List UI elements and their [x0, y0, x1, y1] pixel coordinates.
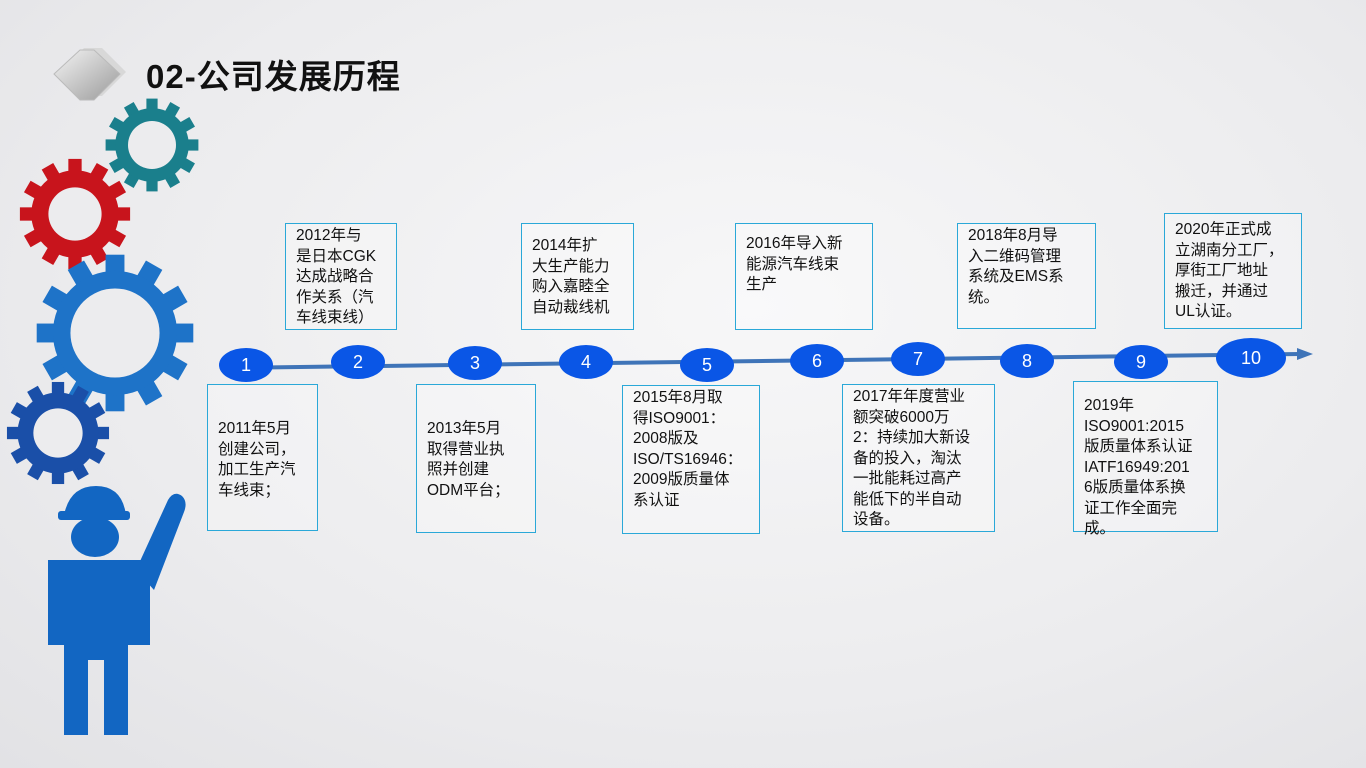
milestone-line: 证工作全面完成。: [1084, 499, 1178, 538]
page-title: 02-公司发展历程: [146, 58, 401, 95]
milestone-line: 能源汽车线束: [746, 255, 840, 273]
milestone-line: 2015年8月取: [633, 389, 723, 406]
milestone-line: 2008版及: [633, 430, 699, 447]
milestone-line: 生产: [746, 276, 778, 293]
milestone-line: 2：持续加大新设: [853, 429, 971, 446]
milestone-box-2017: 2017年年度营业 额突破6000万 2：持续加大新设 备的投入，淘汰 一批能耗…: [842, 384, 995, 532]
milestone-line: 作关系（汽: [296, 288, 374, 306]
red-gear-icon: [19, 158, 131, 270]
milestone-box-2018: 2018年8月导 入二维码管理 系统及EMS系 统。: [957, 223, 1096, 329]
milestone-line: 购入嘉睦全: [532, 278, 610, 295]
milestone-line: 备的投入，淘汰: [853, 449, 962, 467]
milestone-line: 创建公司，: [218, 440, 296, 458]
timeline-node: 9: [1114, 345, 1168, 379]
milestone-line: 照并创建: [427, 461, 490, 478]
milestone-box-2019: 2019年 ISO9001:2015 版质量体系认证 IATF16949:201…: [1073, 381, 1218, 537]
milestone-line: 搬迁，并通过: [1175, 282, 1269, 300]
milestone-box-2014: 2014年扩 大生产能力 购入嘉睦全 自动裁线机: [521, 223, 634, 330]
milestone-line: 统。: [968, 288, 1000, 306]
small-blue-gear-icon: [6, 381, 110, 485]
milestone-line: ISO/TS16946：: [633, 450, 743, 468]
milestone-line: 车线束；: [218, 481, 281, 499]
milestone-line: 版质量体系认证: [1084, 438, 1193, 455]
teal-gear-icon: [105, 98, 199, 192]
milestone-line: 大生产能力: [532, 257, 610, 275]
milestone-line: ODM平台；: [427, 481, 510, 499]
timeline-node: 5: [680, 348, 734, 382]
milestone-line: ISO9001:2015: [1084, 417, 1184, 435]
timeline-node: 8: [1000, 344, 1054, 378]
milestone-line: 加工生产汽: [218, 461, 296, 478]
timeline-node: 2: [331, 345, 385, 379]
milestone-line: 2019年: [1084, 397, 1134, 414]
milestone-line: 一批能耗过高产: [853, 470, 962, 487]
milestone-box-2020: 2020年正式成 立湖南分工厂， 厚街工厂地址 搬迁，并通过 UL认证。: [1164, 213, 1302, 329]
timeline-node: 7: [891, 342, 945, 376]
milestone-line: 2016年导入新: [746, 235, 843, 252]
milestone-line: IATF16949:201: [1084, 458, 1190, 476]
title-diamond-icon: [53, 48, 126, 101]
milestone-box-2016: 2016年导入新 能源汽车线束 生产: [735, 223, 873, 330]
milestone-line: 车线束线）: [296, 309, 374, 326]
milestone-line: 达成战略合: [296, 268, 374, 285]
milestone-line: 2017年年度营业: [853, 388, 965, 405]
milestone-line: 额突破6000万: [853, 408, 950, 426]
milestone-line: 是日本CGK: [296, 247, 377, 265]
milestone-line: 设备。: [853, 511, 900, 528]
milestone-box-2012: 2012年与 是日本CGK 达成战略合 作关系（汽 车线束线）: [285, 223, 397, 330]
milestone-line: 立湖南分工厂，: [1175, 241, 1284, 259]
milestone-line: 系认证: [633, 491, 680, 509]
milestone-line: 2018年8月导: [968, 227, 1058, 244]
milestone-line: 自动裁线机: [532, 298, 610, 316]
gears-worker-illustration: [6, 98, 199, 735]
milestone-line: 2012年与: [296, 227, 362, 244]
milestone-line: 得ISO9001：: [633, 409, 726, 427]
timeline-node: 1: [219, 348, 273, 382]
milestone-box-2011: 2011年5月 创建公司， 加工生产汽 车线束；: [207, 384, 318, 531]
milestone-line: 2013年5月: [427, 420, 502, 437]
timeline-node: 4: [559, 345, 613, 379]
timeline-node: 6: [790, 344, 844, 378]
milestone-line: 2014年扩: [532, 237, 598, 254]
timeline-node: 10: [1216, 338, 1286, 378]
large-blue-gear-icon: [36, 254, 194, 412]
milestone-line: 厚街工厂地址: [1175, 262, 1269, 279]
milestone-line: 入二维码管理: [968, 247, 1062, 265]
milestone-box-2015: 2015年8月取 得ISO9001： 2008版及 ISO/TS16946： 2…: [622, 385, 760, 534]
milestone-line: 2011年5月: [218, 420, 291, 437]
milestone-box-2013: 2013年5月 取得营业执 照并创建 ODM平台；: [416, 384, 536, 533]
milestone-line: 2009版质量体: [633, 471, 730, 488]
milestone-line: 取得营业执: [427, 440, 505, 458]
worker-figure-icon: [48, 486, 186, 735]
milestone-line: 能低下的半自动: [853, 490, 962, 508]
milestone-line: 系统及EMS系: [968, 268, 1064, 285]
milestone-line: 2020年正式成: [1175, 221, 1272, 238]
milestone-line: 6版质量体系换: [1084, 479, 1186, 496]
milestone-line: UL认证。: [1175, 303, 1242, 320]
timeline-node: 3: [448, 346, 502, 380]
